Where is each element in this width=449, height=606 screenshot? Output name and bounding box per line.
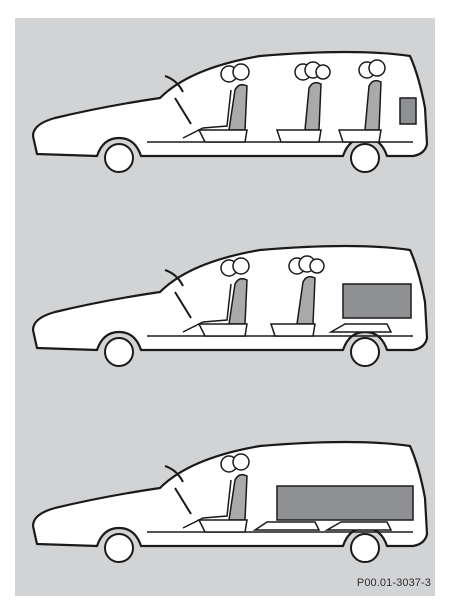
rear-wheel: [351, 534, 379, 562]
cargo-block-large: [277, 486, 413, 520]
cargo-block-small: [400, 98, 416, 124]
cargo-block-medium: [343, 284, 411, 318]
vehicle-illustration-three-rows: [15, 46, 435, 176]
figure-reference-code: P00.01-3037-3: [357, 577, 431, 589]
front-wheel: [105, 534, 133, 562]
front-wheel: [105, 144, 133, 172]
vehicle-illustration-rear-rows-folded: [15, 436, 435, 566]
illustration-panel: P00.01-3037-3: [15, 18, 435, 596]
vehicle-svg-rear-rows-folded: [15, 436, 435, 566]
vehicle-svg-third-row-folded: [15, 240, 435, 370]
seat-row-2-folded: [255, 522, 319, 530]
rear-wheel: [351, 144, 379, 172]
vehicle-svg-three-rows: [15, 46, 435, 176]
rear-wheel: [351, 338, 379, 366]
front-wheel: [105, 338, 133, 366]
vehicle-illustration-third-row-folded: [15, 240, 435, 370]
